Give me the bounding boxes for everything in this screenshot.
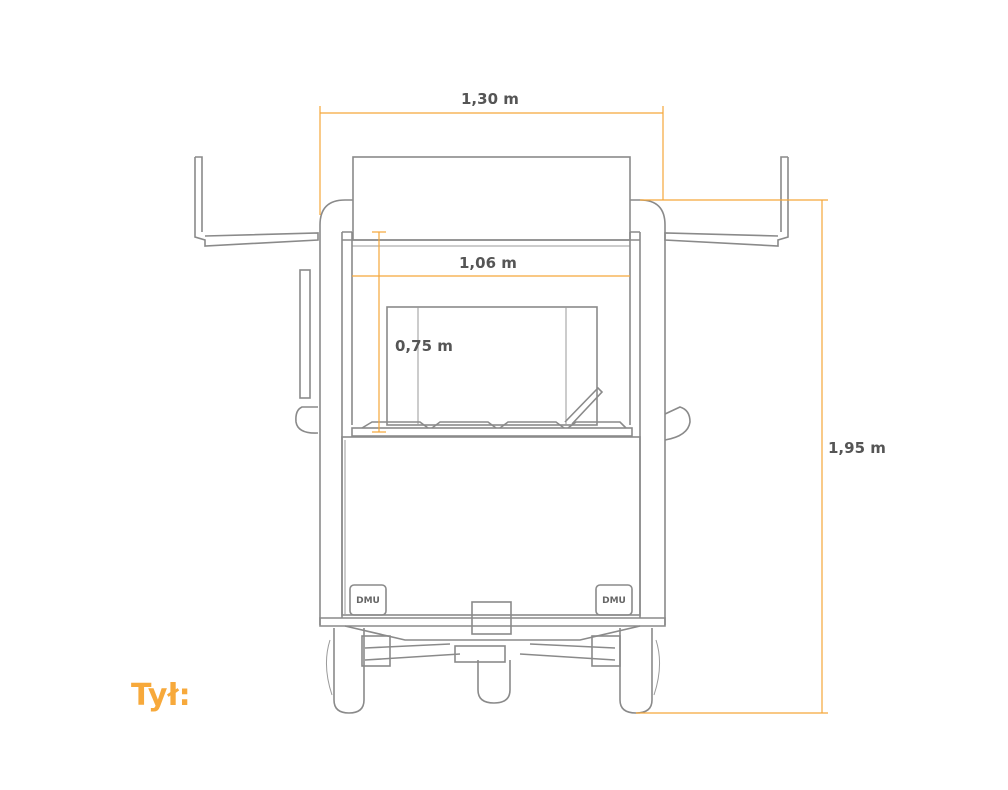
- right-mirror-arm: [664, 156, 789, 247]
- overall-height-label: 1,95 m: [828, 439, 886, 457]
- axle: [364, 643, 616, 661]
- right-dmu-plate: DMU: [595, 584, 633, 616]
- view-title: Tył:: [131, 678, 191, 713]
- svg-text:DMU: DMU: [356, 596, 380, 606]
- svg-text:DMU: DMU: [602, 596, 626, 606]
- dimension-lines: [319, 106, 828, 714]
- rear-panel: [341, 436, 641, 616]
- overall-width-label: 1,30 m: [461, 90, 519, 108]
- center-wheel: [477, 660, 511, 704]
- canopy-roof: [352, 156, 631, 241]
- license-plate: [471, 601, 512, 635]
- left-side-mirror: [295, 406, 319, 434]
- counter: [351, 427, 633, 437]
- right-wheel: [619, 628, 653, 714]
- inner-width-label: 1,06 m: [459, 254, 517, 272]
- inner-height-label: 0,75 m: [395, 337, 453, 355]
- left-dmu-plate: DMU: [349, 584, 387, 616]
- left-wheel: [333, 628, 365, 714]
- side-window: [299, 269, 311, 399]
- right-side-mirror: [664, 406, 691, 441]
- left-mirror-arm: [194, 156, 319, 247]
